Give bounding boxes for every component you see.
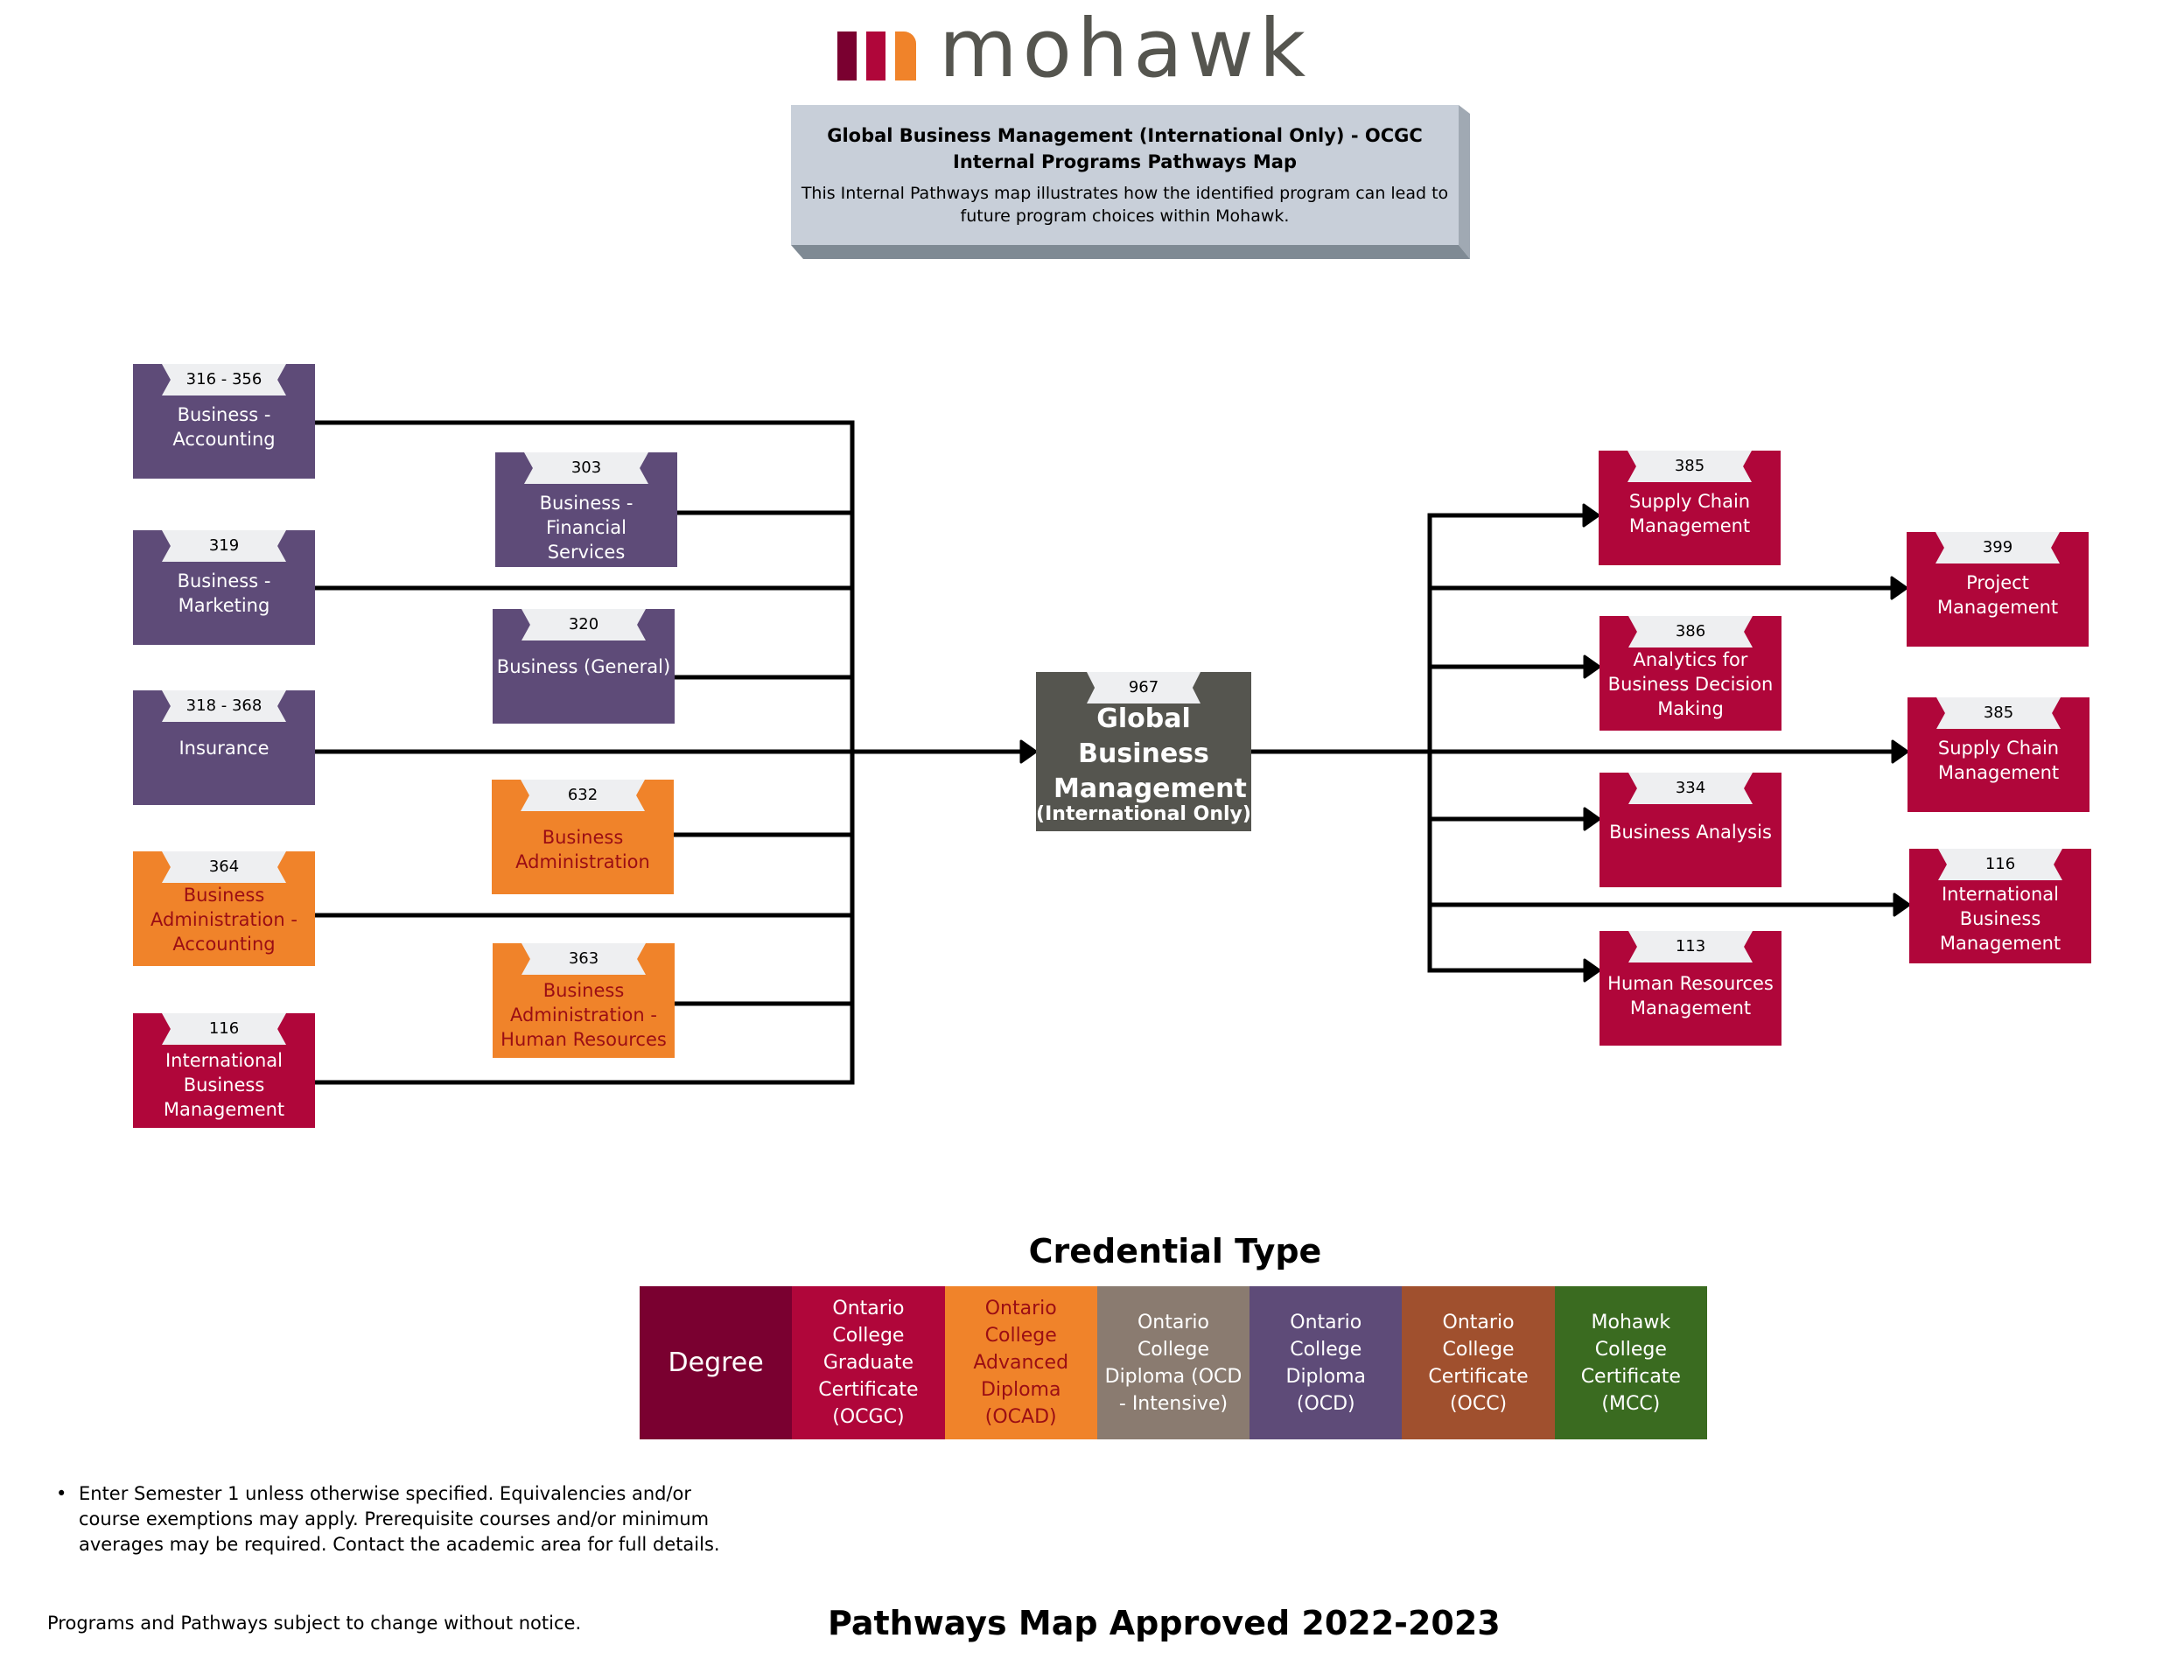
incoming-program-box[interactable]: 303 Business - Financial Services — [495, 452, 677, 567]
credential-legend: Degree Ontario College Graduate Certific… — [640, 1286, 1707, 1439]
program-name: Business - Financial Services — [539, 493, 634, 563]
outgoing-program-box[interactable]: 334 Business Analysis — [1600, 773, 1782, 887]
center-program-box[interactable]: 967 Global Business Management (Internat… — [1036, 672, 1251, 831]
outgoing-program-box[interactable]: 399 Project Management — [1907, 532, 2089, 647]
legend-item-ocd: Ontario College Diploma (OCD) — [1250, 1286, 1403, 1439]
program-code-tag: 632 — [521, 780, 645, 811]
program-name: Business - Accounting — [172, 404, 276, 450]
program-name: Supply Chain Management — [1937, 738, 2060, 783]
incoming-program-box[interactable]: 319 Business - Marketing — [133, 530, 315, 645]
arrow-head-icon — [1890, 576, 1908, 600]
outgoing-program-box[interactable]: 116 International Business Management — [1909, 849, 2091, 963]
page-description: This Internal Pathways map illustrates h… — [801, 184, 1449, 226]
program-name: Human Resources Management — [1607, 973, 1774, 1018]
legend-item-ocad: Ontario College Advanced Diploma (OCAD) — [944, 1286, 1097, 1439]
program-name: International Business Management — [163, 1050, 285, 1120]
program-code-tag: 303 — [524, 452, 648, 484]
title-panel-bevel-right — [1459, 105, 1470, 259]
program-code-tag: 116 — [1938, 849, 2062, 880]
program-code-tag: 364 — [162, 851, 286, 883]
arrow-head-icon — [1891, 739, 1909, 764]
footer-note: • Enter Semester 1 unless otherwise spec… — [56, 1481, 735, 1558]
center-program-name: Global Business Management — [1054, 704, 1247, 804]
mohawk-logo: mohawk — [836, 9, 1378, 89]
logo-bar-2 — [866, 32, 886, 80]
center-program-qualifier: (International Only) — [1036, 803, 1251, 825]
legend-item-ocgc: Ontario College Graduate Certificate (OC… — [792, 1286, 945, 1439]
program-code-tag: 320 — [522, 609, 646, 640]
arrow-head-icon — [1893, 892, 1911, 917]
page-title: Global Business Management (Internationa… — [827, 125, 1423, 146]
logo-bar-1 — [837, 32, 857, 80]
program-name: Business (General) — [496, 656, 671, 677]
legend-item-degree: Degree — [640, 1286, 793, 1439]
logo-bar-3 — [895, 32, 916, 80]
program-code-tag: 316 - 356 — [162, 364, 286, 396]
incoming-program-box[interactable]: 632 Business Administration — [492, 780, 674, 894]
page-subtitle: Internal Programs Pathways Map — [953, 151, 1297, 172]
outgoing-program-box[interactable]: 385 Supply Chain Management — [1908, 697, 2090, 812]
arrow-head-icon — [1583, 807, 1601, 831]
outgoing-program-box[interactable]: 386 Analytics for Business Decision Maki… — [1600, 616, 1782, 731]
title-panel-bevel-bottom — [791, 245, 1470, 259]
program-code-tag: 319 — [162, 530, 286, 562]
incoming-program-box[interactable]: 364 Business Administration - Accounting — [133, 851, 315, 966]
outgoing-program-box[interactable]: 113 Human Resources Management — [1600, 931, 1782, 1046]
arrow-head-icon — [1583, 958, 1601, 983]
bullet-icon: • — [56, 1483, 67, 1504]
program-name: Business Administration — [515, 827, 650, 872]
program-code-tag: 967 — [1087, 672, 1200, 704]
legend-title: Credential Type — [1028, 1232, 1322, 1270]
program-name: Business Administration - Accounting — [150, 885, 298, 955]
arrow-head-icon — [1019, 739, 1038, 764]
program-code-tag: 385 — [1936, 697, 2061, 729]
footer-note-text: Enter Semester 1 unless otherwise specif… — [79, 1483, 720, 1555]
program-code-tag: 386 — [1628, 616, 1753, 648]
title-panel-face: Global Business Management (Internationa… — [791, 105, 1459, 245]
program-code-tag: 318 - 368 — [162, 690, 286, 722]
program-code-tag: 334 — [1628, 773, 1753, 804]
program-name: Business Analysis — [1609, 822, 1772, 843]
program-name: Insurance — [178, 738, 270, 759]
program-name: Project Management — [1936, 572, 2059, 618]
incoming-program-box[interactable]: 316 - 356 Business - Accounting — [133, 364, 315, 479]
arrow-head-icon — [1582, 503, 1600, 528]
program-code-tag: 385 — [1628, 451, 1752, 482]
legend-item-ocd-intensive: Ontario College Diploma (OCD - Intensive… — [1096, 1286, 1250, 1439]
title-panel: Global Business Management (Internationa… — [791, 105, 1470, 259]
program-name: Business - Marketing — [177, 570, 271, 616]
program-name: International Business Management — [1939, 884, 2062, 954]
program-name: Supply Chain Management — [1628, 491, 1751, 536]
incoming-program-box[interactable]: 116 International Business Management — [133, 1013, 315, 1128]
incoming-program-box[interactable]: 318 - 368 Insurance — [133, 690, 315, 805]
program-name: Analytics for Business Decision Making — [1607, 649, 1774, 719]
program-code-tag: 363 — [522, 943, 646, 975]
program-code-tag: 113 — [1628, 931, 1753, 962]
approval-label: Pathways Map Approved 2022-2023 — [828, 1604, 1501, 1642]
incoming-program-box[interactable]: 363 Business Administration - Human Reso… — [493, 943, 675, 1058]
outgoing-program-box[interactable]: 385 Supply Chain Management — [1599, 451, 1781, 565]
legend-item-mcc: Mohawk College Certificate (MCC) — [1554, 1286, 1707, 1439]
arrow-head-icon — [1583, 654, 1601, 679]
program-code-tag: 116 — [162, 1013, 286, 1045]
program-name: Business Administration - Human Resource… — [500, 980, 667, 1050]
logo-wordmark: mohawk — [939, 2, 1312, 95]
incoming-program-box[interactable]: 320 Business (General) — [493, 609, 675, 724]
legend-item-occ: Ontario College Certificate (OCC) — [1402, 1286, 1555, 1439]
program-code-tag: 399 — [1936, 532, 2060, 564]
change-notice: Programs and Pathways subject to change … — [47, 1613, 582, 1634]
